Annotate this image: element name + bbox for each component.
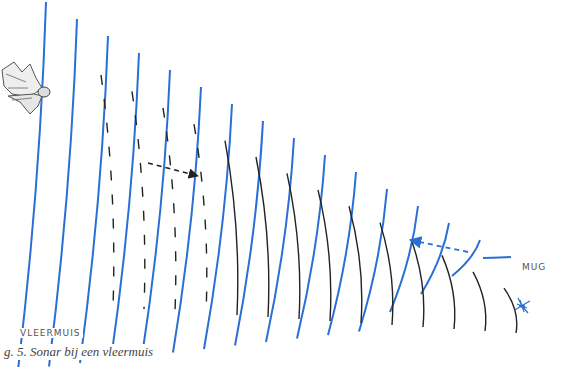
sound-wave (452, 240, 480, 276)
echo-wave (349, 206, 362, 323)
sound-wave (204, 104, 232, 349)
sound-wave (80, 36, 108, 363)
sound-wave (142, 70, 170, 356)
echo-waves (101, 75, 517, 333)
echo-wave (504, 288, 517, 333)
echo-wave (380, 223, 393, 325)
sound-wave (49, 19, 77, 367)
sound-wave (18, 2, 46, 367)
echo-wave (101, 75, 114, 307)
sound-wave (266, 138, 294, 342)
sound-wave (483, 257, 511, 258)
sound-wave (359, 189, 387, 332)
echo-wave (163, 108, 176, 311)
sound-wave (328, 172, 356, 335)
echo-arrow (410, 240, 468, 252)
echo-wave (411, 239, 424, 327)
echo-wave (225, 141, 238, 315)
sound-wave (297, 155, 325, 339)
outgoing-arrow (148, 163, 198, 176)
mosquito-figure (515, 298, 530, 313)
echo-wave (473, 272, 486, 331)
sound-wave (421, 223, 449, 294)
sound-wave (390, 206, 418, 312)
echo-wave (318, 190, 331, 321)
echo-wave (194, 124, 207, 313)
echo-wave (132, 91, 145, 309)
echo-wave (287, 173, 300, 319)
sound-wave (235, 121, 263, 346)
bat-figure (2, 62, 50, 114)
echo-wave (256, 157, 269, 317)
sound-wave (111, 53, 139, 360)
sound-wave (173, 87, 201, 353)
emitted-waves (18, 2, 511, 367)
echo-wave (442, 255, 455, 329)
bat-label: VLEERMUIS (18, 328, 83, 338)
mosquito-label: MUG (520, 262, 548, 272)
figure-caption: g. 5. Sonar bij een vleermuis (2, 344, 155, 360)
